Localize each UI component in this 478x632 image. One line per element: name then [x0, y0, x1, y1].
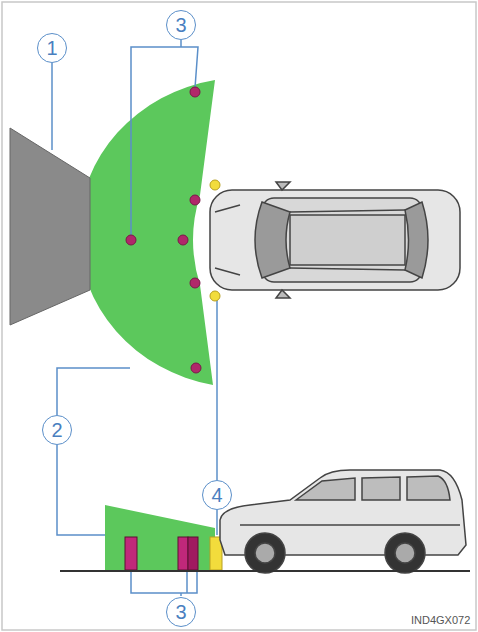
detection-points: [126, 87, 201, 373]
detection-area: [78, 80, 215, 385]
detection-bars: [125, 537, 198, 570]
leader-lines: [52, 40, 217, 593]
detection-area-side: [105, 505, 215, 570]
wall: [10, 128, 90, 325]
car-side-view: [220, 470, 466, 573]
callout-number: 1: [37, 33, 67, 63]
figure-code: IND4GX072: [411, 614, 470, 626]
callout-number: 3: [166, 10, 196, 40]
callout-number: 2: [42, 415, 72, 445]
ground-line: [60, 570, 470, 572]
car-top-view: [210, 182, 460, 298]
callout-number: 3: [166, 597, 196, 627]
callout-number: 4: [202, 480, 232, 510]
